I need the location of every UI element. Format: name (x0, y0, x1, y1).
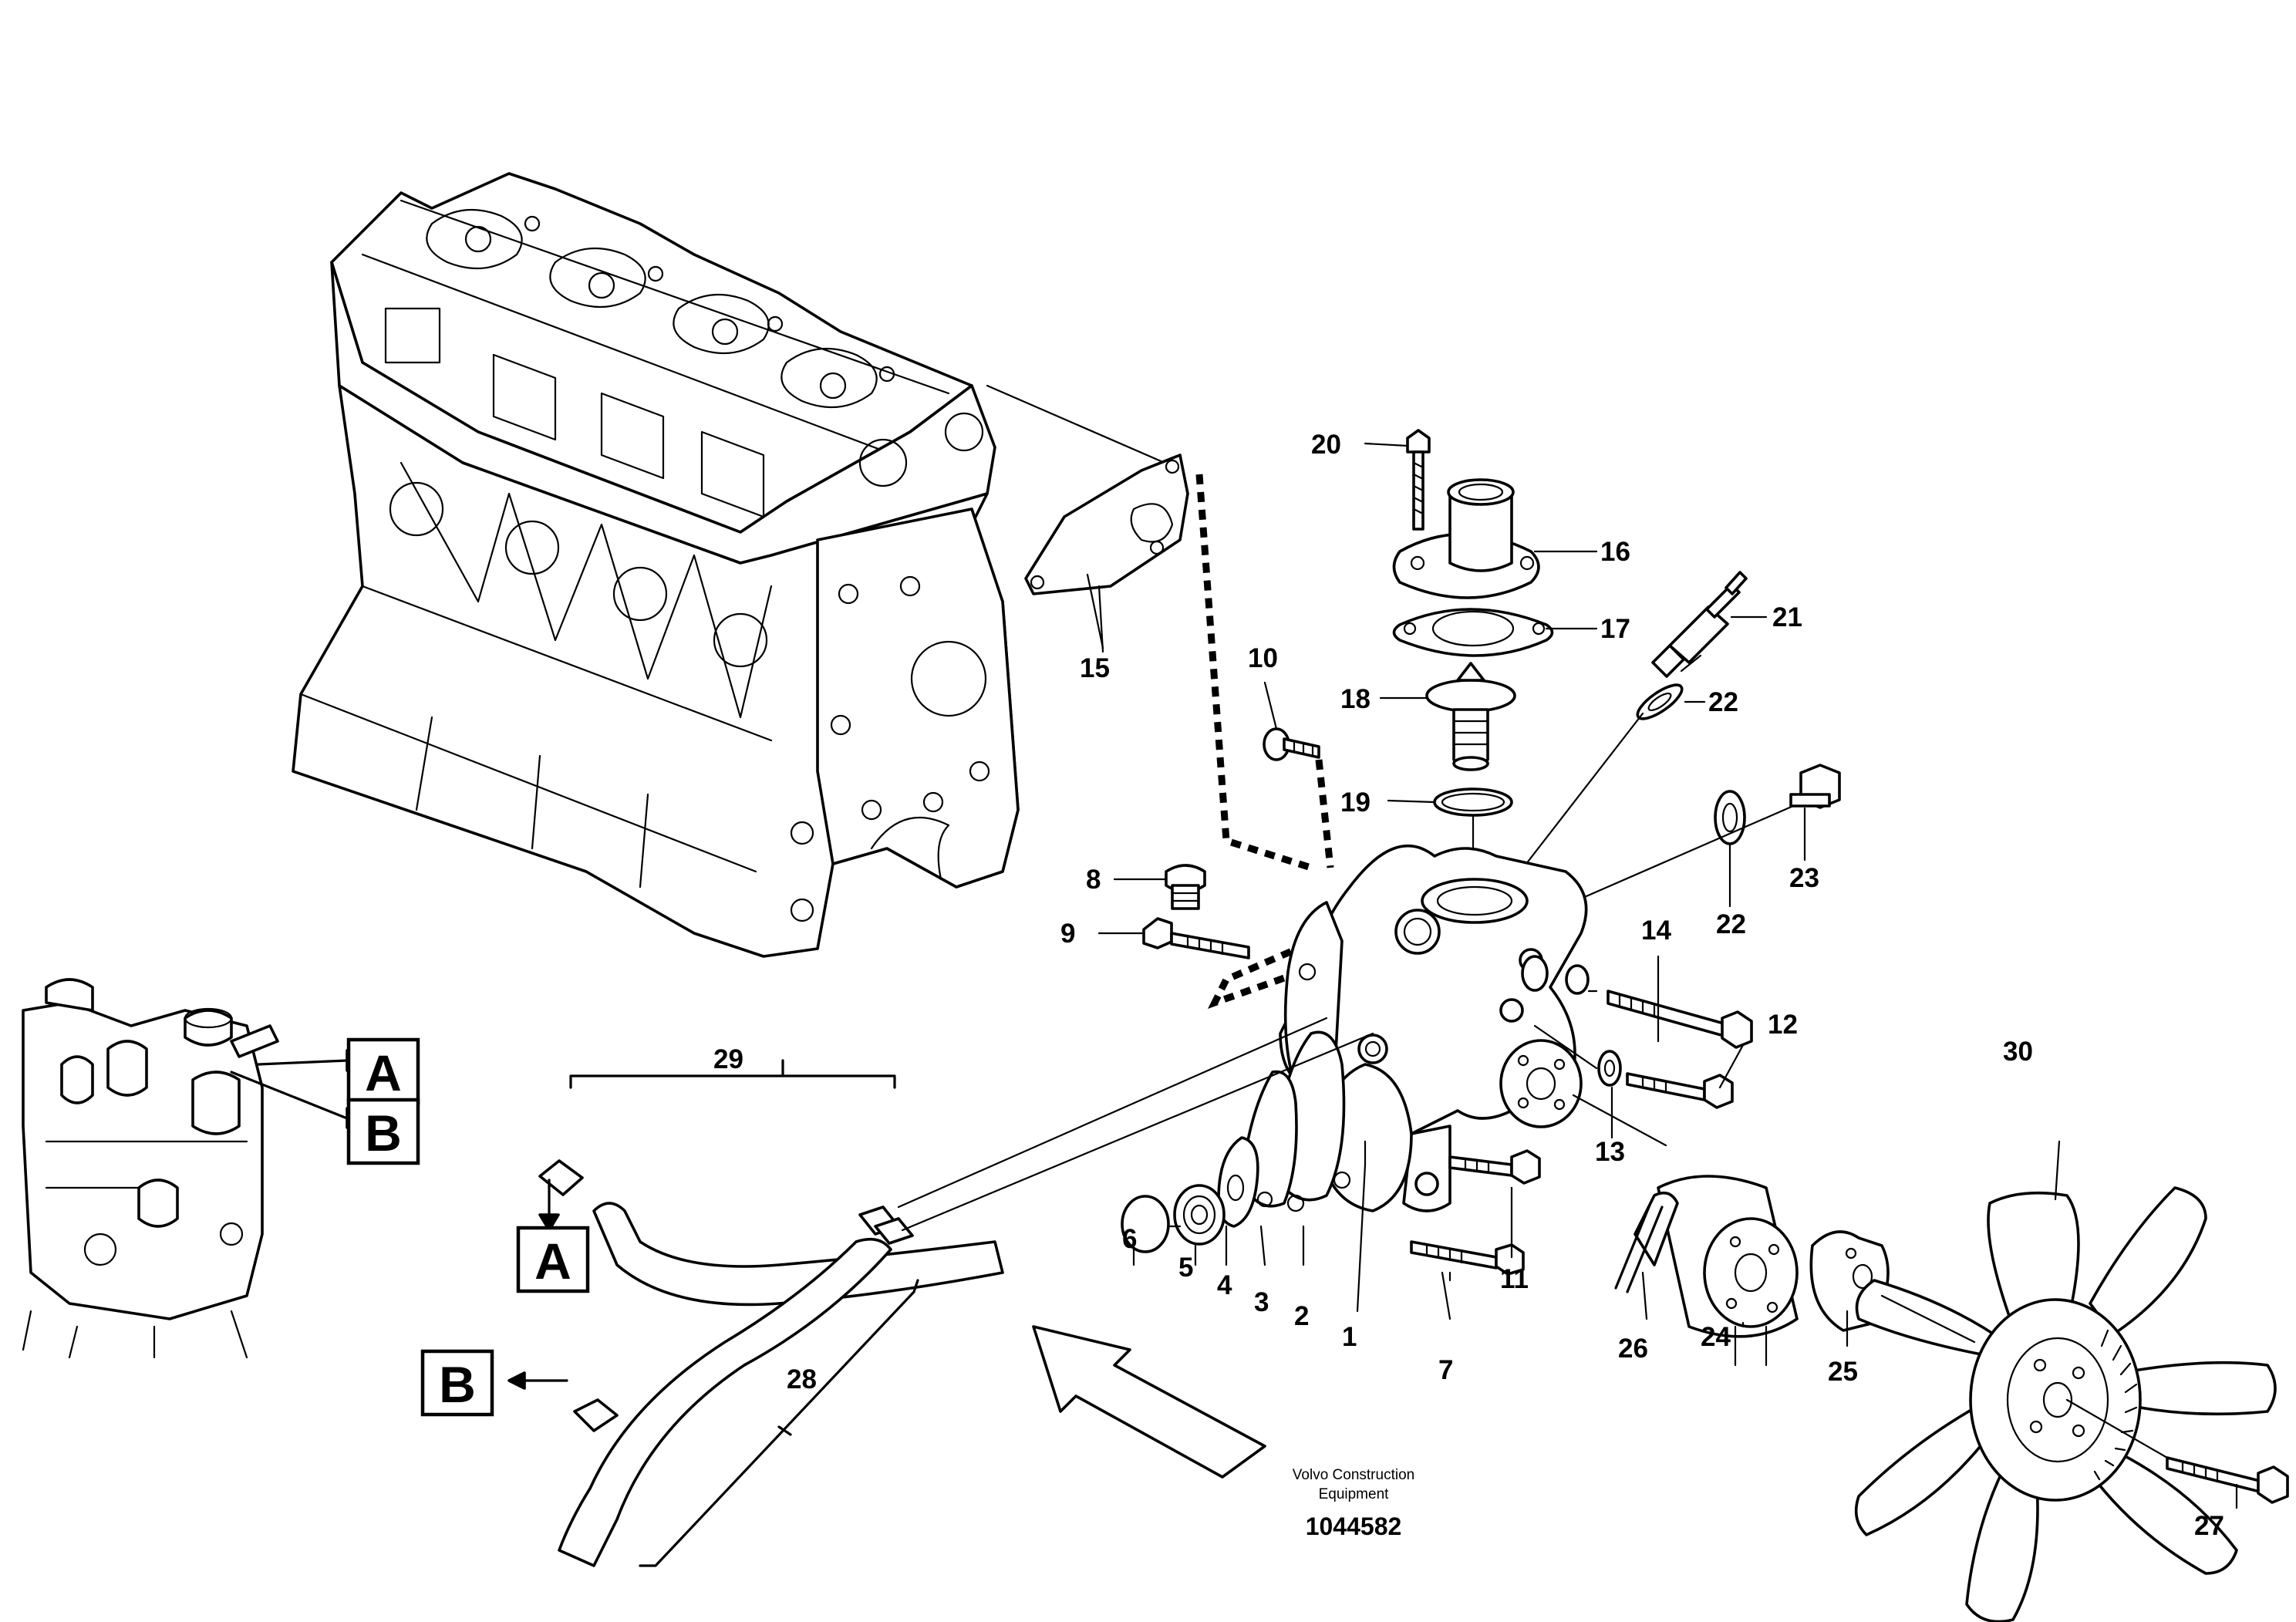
label-24: 24 (1701, 1322, 1731, 1352)
label-22-lower: 22 (1716, 909, 1746, 939)
reference-a-hose: A (534, 1233, 571, 1290)
document-number: 1044582 (1306, 1512, 1402, 1540)
leader-lines (1097, 442, 2238, 1509)
label-20: 20 (1311, 430, 1341, 460)
label-30: 30 (2003, 1037, 2033, 1067)
washer-22-upper (1636, 683, 1684, 720)
engine-block (292, 172, 1020, 958)
gasket-4 (1217, 1136, 1259, 1228)
reference-b-hose: B (439, 1356, 476, 1413)
inset-fuel-pump (22, 978, 279, 1359)
caption: Volvo Construction Equipment 1044582 (1293, 1467, 1414, 1540)
label-28: 28 (787, 1364, 817, 1394)
v-belt-26 (1614, 1191, 1679, 1293)
label-15: 15 (1080, 653, 1110, 683)
reference-box-b-hose: B (420, 1349, 494, 1417)
thermostat-18 (1425, 662, 1516, 771)
label-27: 27 (2194, 1511, 2224, 1541)
label-21: 21 (1772, 602, 1802, 632)
view-direction-arrow (1032, 1325, 1266, 1479)
label-13: 13 (1595, 1137, 1625, 1167)
label-14: 14 (1641, 916, 1671, 946)
bolt-11 (1448, 1149, 1541, 1185)
bolt-7 (1410, 1240, 1525, 1276)
bolt-14 (1607, 990, 1753, 1049)
label-7: 7 (1438, 1355, 1453, 1385)
bolt-9 (1142, 917, 1250, 959)
washer-22-lower (1714, 790, 1746, 845)
label-5: 5 (1178, 1253, 1193, 1283)
label-1: 1 (1342, 1322, 1357, 1352)
thermostat-assembly (1392, 429, 1554, 889)
reference-box-a-top: A (346, 1037, 420, 1105)
label-29: 29 (713, 1044, 743, 1074)
plug-8 (1165, 864, 1206, 910)
washer-13 (1597, 1050, 1622, 1087)
reference-box-b-top: B (346, 1098, 420, 1165)
bolt-27 (2166, 1456, 2289, 1504)
alignment-dashes-gasket (1195, 474, 1313, 872)
cylinder-head-detail (426, 208, 895, 409)
label-3: 3 (1254, 1287, 1269, 1317)
cooling-fan-30 (1854, 1186, 2277, 1622)
reference-b-top: B (365, 1104, 402, 1162)
o-ring-6 (1121, 1195, 1170, 1253)
label-25: 25 (1828, 1357, 1858, 1387)
label-2: 2 (1294, 1301, 1309, 1331)
label-16: 16 (1600, 537, 1630, 567)
part-number-labels: 20 16 17 21 22 22 23 18 19 10 15 8 9 14 … (713, 430, 2224, 1541)
gasket-15 (1024, 454, 1189, 649)
leader-head-to-gasket (986, 384, 1166, 464)
label-4: 4 (1217, 1270, 1232, 1300)
label-17: 17 (1600, 614, 1630, 644)
hose-28 (558, 1217, 914, 1567)
bolt-10 (1263, 727, 1320, 761)
label-8: 8 (1086, 865, 1101, 895)
bracket-28 (639, 1279, 919, 1567)
label-19: 19 (1340, 787, 1371, 818)
temperature-sensor-21 (1651, 571, 1748, 678)
seal-5 (1173, 1184, 1226, 1246)
housing-gasket-17 (1392, 608, 1554, 657)
bolt-20 (1406, 429, 1431, 531)
label-12: 12 (1768, 1010, 1798, 1040)
label-11: 11 (1500, 1264, 1529, 1294)
label-26: 26 (1618, 1334, 1648, 1364)
label-22-upper: 22 (1708, 687, 1738, 717)
caption-line-1: Volvo Construction (1293, 1467, 1414, 1483)
label-23: 23 (1789, 863, 1819, 893)
bolt-12 (1626, 1072, 1734, 1109)
caption-line-2: Equipment (1319, 1486, 1390, 1502)
alignment-dashes-bolt10 (1315, 759, 1334, 868)
pulley-24 (1657, 1175, 1799, 1367)
label-6: 6 (1122, 1224, 1137, 1254)
reference-box-a-hose: A (516, 1226, 590, 1293)
reference-a-top: A (365, 1044, 402, 1101)
bracket-29 (569, 1074, 896, 1089)
label-18: 18 (1340, 684, 1371, 714)
label-10: 10 (1248, 643, 1278, 673)
plug-23 (1789, 764, 1841, 809)
thermostat-housing-16 (1392, 478, 1540, 599)
hose-29 (538, 1159, 1004, 1307)
label-9: 9 (1060, 919, 1075, 949)
washer-14 (1521, 955, 1590, 995)
